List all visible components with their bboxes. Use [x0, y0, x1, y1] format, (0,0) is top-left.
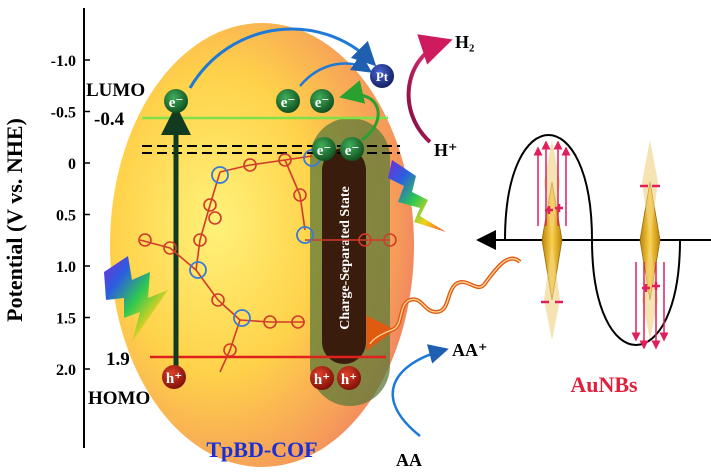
light-bolt-left	[104, 256, 168, 342]
light-bolt-right	[388, 160, 446, 232]
hole-homo: h⁺	[162, 365, 186, 389]
hole-cs-2: h⁺	[337, 366, 361, 390]
green-return-arrow	[339, 80, 380, 142]
plasmon-wave-core	[369, 258, 521, 345]
charge-marks	[541, 184, 660, 304]
svg-text:e⁻: e⁻	[169, 95, 184, 111]
cof-structure	[138, 153, 397, 373]
charge-separated-label: Charge-Separated State	[338, 186, 353, 329]
homo-label: HOMO	[88, 388, 150, 409]
charge-separated-bar	[322, 148, 366, 364]
pt-cocatalyst: Pt	[370, 64, 394, 88]
cof-label: TpBD-COF	[206, 437, 317, 462]
electron-pt-1: e⁻	[276, 89, 300, 113]
nanobipyramid-right	[639, 140, 661, 340]
svg-text:Pt: Pt	[376, 69, 389, 84]
y-tick-label: 1.0	[56, 259, 76, 276]
svg-text:e⁻: e⁻	[345, 143, 360, 159]
homo-value: 1.9	[106, 349, 130, 370]
y-tick-label: 0	[68, 156, 76, 173]
svg-text:e⁻: e⁻	[317, 143, 332, 159]
svg-text:h⁺: h⁺	[314, 372, 330, 388]
lumo-label: LUMO	[86, 80, 145, 101]
y-axis-label: Potential (V vs. NHE)	[2, 118, 27, 322]
lumo-to-pt-arrow	[188, 27, 377, 89]
h2-arrow	[406, 34, 453, 144]
electron-cs-1: e⁻	[312, 137, 336, 161]
aunbs-label: AuNBs	[570, 372, 638, 397]
y-tick-label: 2.0	[56, 362, 76, 379]
aa-plus-label: AA⁺	[452, 340, 488, 360]
aa-arrow	[391, 344, 449, 437]
lumo-value: -0.4	[94, 109, 125, 130]
electron-cs-2: e⁻	[340, 137, 364, 161]
nanobipyramid-left	[541, 140, 563, 340]
y-axis-ticks: -1.0 -0.5 0 0.5 1.0 1.5 2.0	[51, 53, 90, 379]
y-tick-label: -0.5	[51, 105, 76, 122]
electron-pt-2: e⁻	[310, 89, 334, 113]
y-tick-label: 1.5	[56, 311, 76, 328]
svg-text:e⁻: e⁻	[281, 95, 296, 111]
field-arrows-right	[631, 262, 669, 350]
svg-text:h⁺: h⁺	[166, 371, 182, 387]
svg-text:e⁻: e⁻	[315, 95, 330, 111]
electron-to-pt-arrow	[299, 53, 373, 87]
svg-text:h⁺: h⁺	[341, 372, 357, 388]
h2-label: H₂	[455, 32, 474, 52]
aa-label: AA	[396, 450, 422, 470]
y-tick-label: 0.5	[56, 208, 76, 225]
y-tick-label: -1.0	[51, 53, 76, 70]
hole-cs-1: h⁺	[310, 366, 334, 390]
h-plus-label: H⁺	[434, 140, 458, 160]
electron-lumo: e⁻	[164, 89, 188, 113]
